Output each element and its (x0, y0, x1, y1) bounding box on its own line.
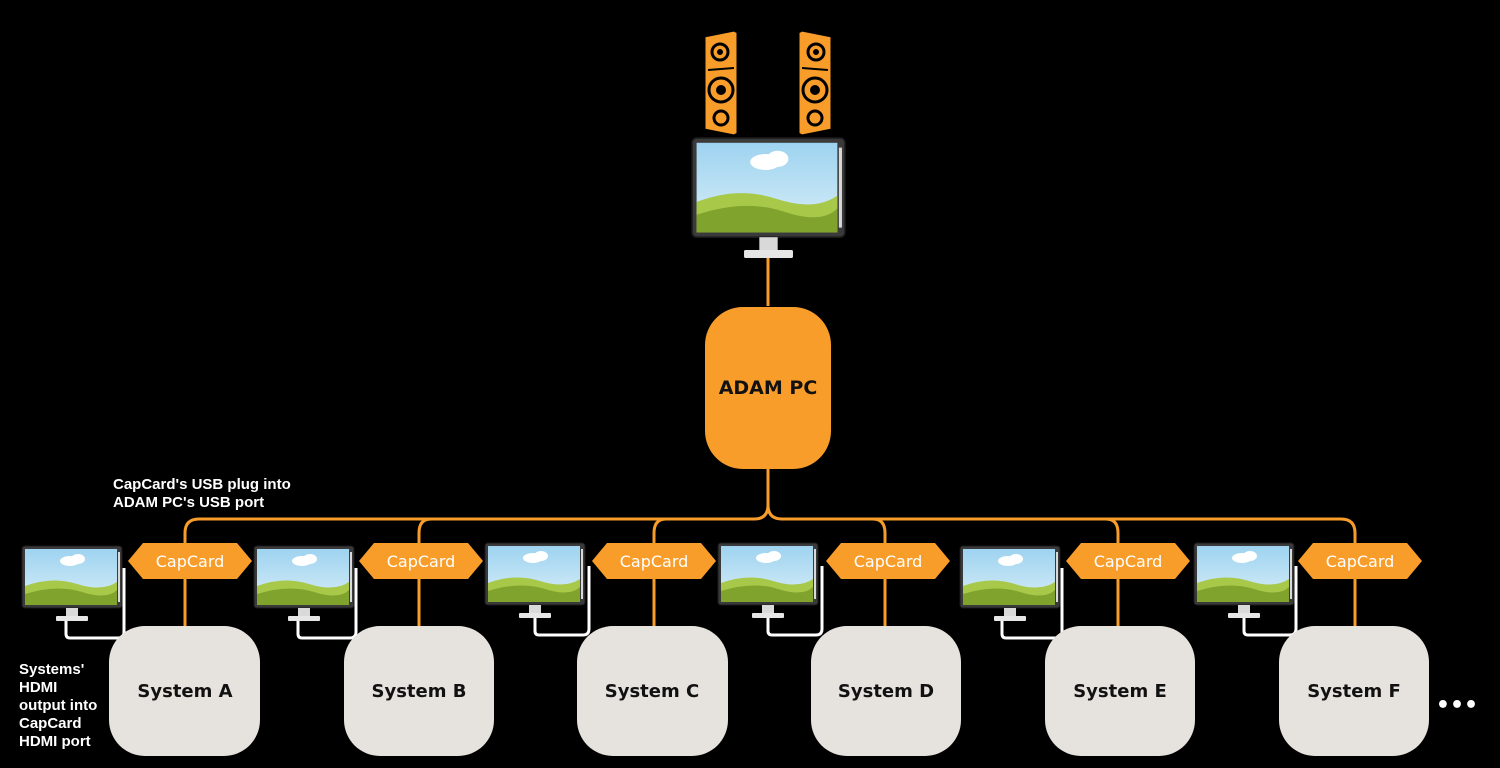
monitor-icon (959, 545, 1061, 622)
system-node (109, 626, 260, 756)
capcard-label: CapCard (156, 552, 225, 571)
capcard-badge (128, 543, 252, 579)
adam-pc-node (705, 307, 831, 469)
system-label: System F (1307, 681, 1401, 702)
system-label: System D (838, 681, 934, 702)
system-node (577, 626, 728, 756)
system-node (344, 626, 494, 756)
monitor-icon (253, 545, 355, 622)
system-node (1279, 626, 1429, 756)
capcard-label: CapCard (1326, 552, 1395, 571)
monitor-icon (1193, 542, 1295, 619)
usb-note: CapCard's USB plug into ADAM PC's USB po… (113, 476, 343, 512)
hdmi-note-line: HDMI (19, 679, 58, 696)
speaker-icon (702, 28, 740, 138)
monitor-icon (691, 137, 846, 259)
monitor-icon (484, 542, 586, 619)
hdmi-cable (533, 566, 591, 637)
capcard-badge (1066, 543, 1190, 579)
connection-line (652, 517, 667, 545)
capcard-label: CapCard (854, 552, 923, 571)
branch-system-e: CapCard System E (959, 543, 1195, 756)
connection-line (872, 517, 887, 545)
system-node (811, 626, 961, 756)
hdmi-note-line: Systems' (19, 661, 85, 678)
hdmi-note: Systems' HDMI output into CapCard HDMI p… (19, 661, 119, 751)
capcard-badge (359, 543, 483, 579)
connection-line (766, 504, 1357, 545)
branch-system-d: CapCard System D (717, 542, 961, 756)
connection-line (1105, 517, 1120, 545)
capcard-badge (592, 543, 716, 579)
adam-pc-label: ADAM PC (719, 377, 818, 399)
monitor-icon (717, 542, 819, 619)
hdmi-note-line: HDMI port (19, 733, 91, 750)
branch-system-b: CapCard System B (253, 543, 494, 756)
system-node (1045, 626, 1195, 756)
capcard-label: CapCard (387, 552, 456, 571)
capcard-badge (1298, 543, 1422, 579)
system-label: System E (1073, 681, 1167, 702)
system-label: System A (137, 681, 232, 702)
connection-line (417, 517, 432, 545)
hdmi-note-line: output into (19, 697, 98, 714)
system-label: System C (605, 681, 699, 702)
branch-system-f: CapCard System F (1193, 542, 1429, 756)
hdmi-cable (296, 568, 358, 640)
hdmi-cable (766, 566, 824, 637)
usb-note-line: ADAM PC's USB port (113, 494, 265, 511)
usb-note-line: CapCard's USB plug into (113, 476, 291, 493)
branch-system-c: CapCard System C (484, 542, 728, 756)
hdmi-note-line: CapCard (19, 715, 82, 732)
capcard-label: CapCard (1094, 552, 1163, 571)
capcard-label: CapCard (620, 552, 689, 571)
hdmi-cable (1242, 566, 1298, 637)
system-label: System B (372, 681, 467, 702)
capcard-badge (826, 543, 950, 579)
speaker-icon (796, 28, 834, 138)
monitor-icon (21, 545, 123, 622)
branch-system-a: CapCard System A (21, 543, 260, 756)
more-systems-ellipsis: ••• (1436, 693, 1478, 718)
